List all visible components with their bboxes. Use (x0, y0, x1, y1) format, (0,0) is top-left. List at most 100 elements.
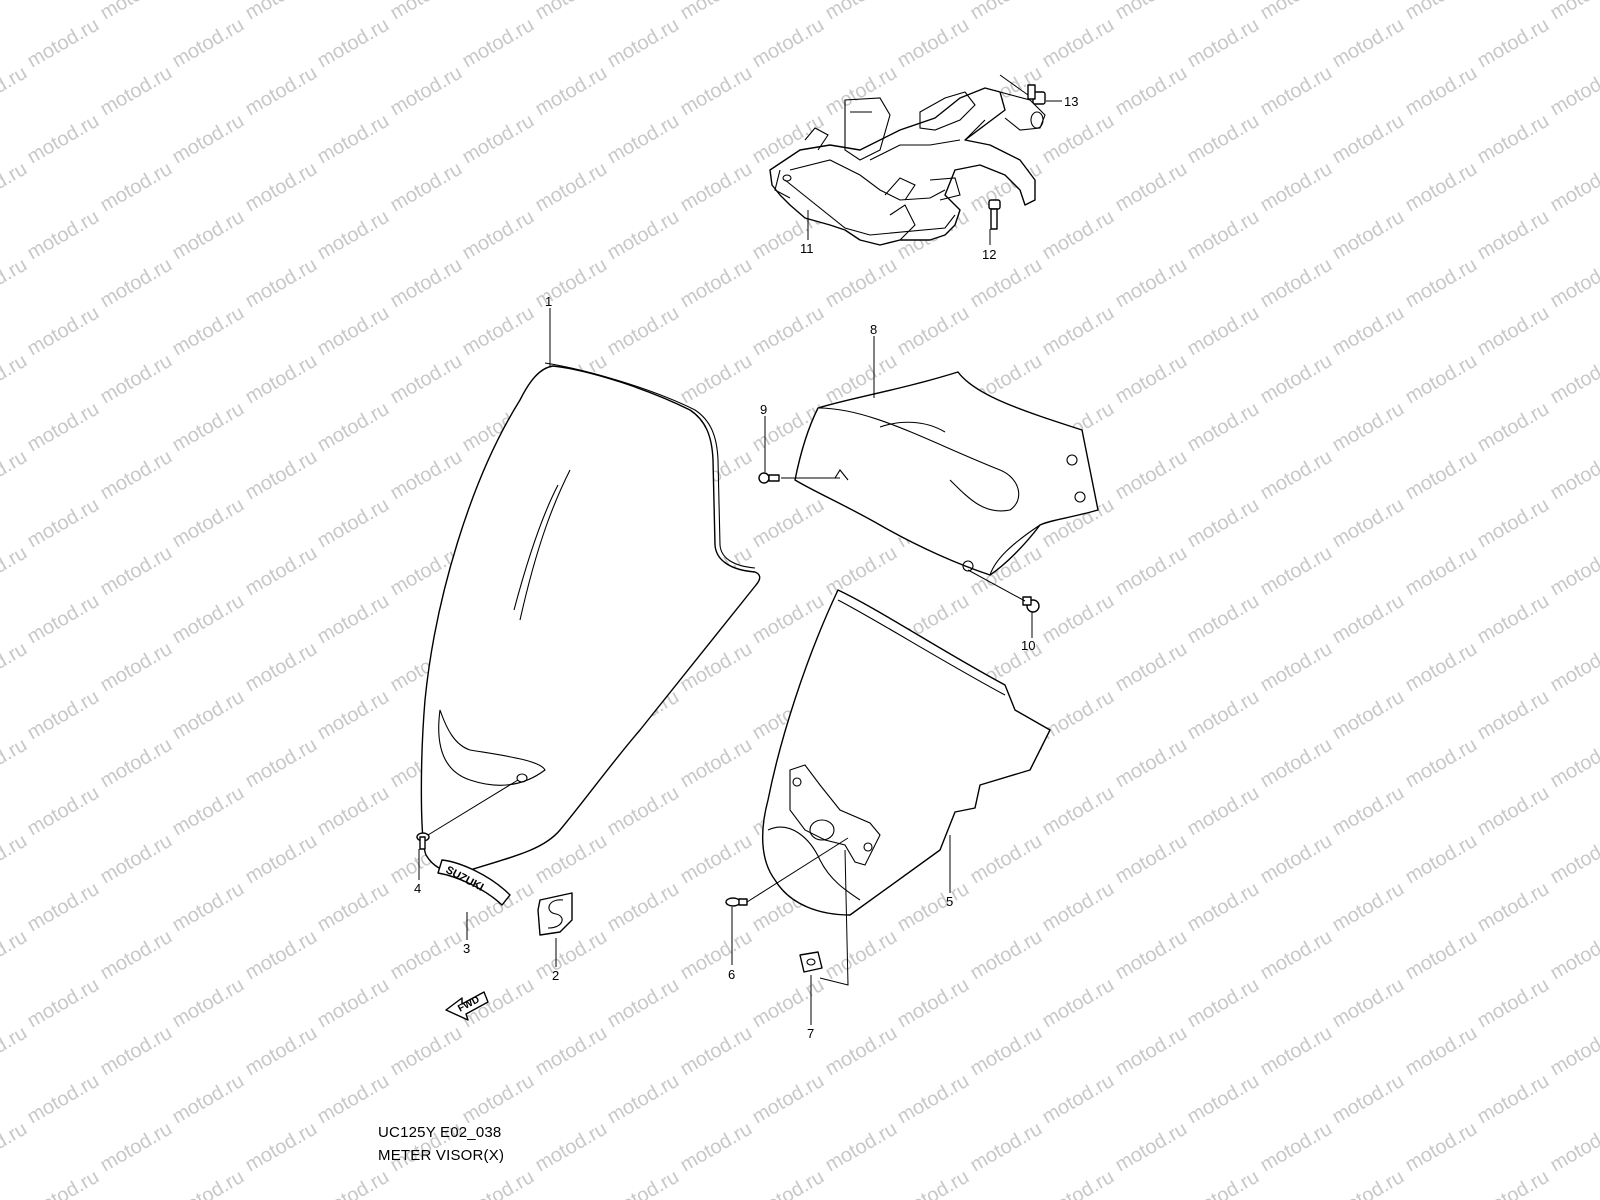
watermark-text: motod.ru (604, 974, 683, 1033)
watermark-text: motod.ru (1329, 14, 1408, 73)
watermark-text: motod.ru (822, 926, 901, 985)
watermark-text: motod.ru (822, 1118, 901, 1177)
watermark-text: motod.ru (459, 14, 538, 73)
watermark-text: motod.ru (459, 1166, 538, 1200)
watermark-text: motod.ru (1547, 1118, 1600, 1177)
watermark-text: motod.ru (749, 1070, 828, 1129)
watermark-text: motod.ru (1547, 62, 1600, 121)
callout-12: 12 (982, 247, 996, 262)
s-emblem-part-2 (537, 892, 573, 936)
watermark-text: motod.ru (677, 926, 756, 985)
watermark-text: motod.ru (169, 782, 248, 841)
watermark-text: motod.ru (0, 1118, 31, 1177)
callout-9: 9 (760, 402, 767, 417)
watermark-text: motod.ru (1329, 782, 1408, 841)
watermark-text: motod.ru (677, 0, 756, 24)
callout-11: 11 (800, 241, 814, 256)
watermark-text: motod.ru (677, 158, 756, 217)
watermark-text: motod.ru (169, 878, 248, 937)
watermark-text: motod.ru (822, 542, 901, 601)
watermark-text: motod.ru (0, 446, 31, 505)
bolt-part-13 (1027, 84, 1046, 105)
watermark-text: motod.ru (749, 14, 828, 73)
watermark-text: motod.ru (242, 254, 321, 313)
watermark-text: motod.ru (314, 302, 393, 361)
watermark-text: motod.ru (459, 206, 538, 265)
watermark-text: motod.ru (314, 686, 393, 745)
watermark-text: motod.ru (1112, 734, 1191, 793)
watermark-text: motod.ru (97, 1022, 176, 1081)
watermark-text: motod.ru (0, 830, 31, 889)
callout-2: 2 (552, 968, 559, 983)
watermark-text: motod.ru (749, 302, 828, 361)
watermark-text: motod.ru (24, 398, 103, 457)
watermark-text: motod.ru (169, 494, 248, 553)
watermark-text: motod.ru (387, 1022, 466, 1081)
callout-10: 10 (1021, 638, 1035, 653)
watermark-text: motod.ru (0, 0, 31, 24)
watermark-text: motod.ru (1112, 446, 1191, 505)
watermark-text: motod.ru (1547, 542, 1600, 601)
watermark-text: motod.ru (1184, 398, 1263, 457)
watermark-text: motod.ru (97, 446, 176, 505)
watermark-text: motod.ru (24, 782, 103, 841)
watermark-text: motod.ru (1329, 206, 1408, 265)
watermark-text: motod.ru (677, 62, 756, 121)
watermark-text: motod.ru (1039, 590, 1118, 649)
watermark-text: motod.ru (1257, 638, 1336, 697)
watermark-text: motod.ru (314, 590, 393, 649)
watermark-text: motod.ru (894, 302, 973, 361)
watermark-text: motod.ru (604, 206, 683, 265)
watermark-text: motod.ru (0, 542, 31, 601)
watermark-text: motod.ru (1039, 1070, 1118, 1129)
watermark-text: motod.ru (0, 350, 31, 409)
watermark-text: motod.ru (1329, 686, 1408, 745)
watermark-text: motod.ru (967, 830, 1046, 889)
screw-part-9 (758, 472, 780, 484)
watermark-text: motod.ru (97, 62, 176, 121)
watermark-text: motod.ru (169, 302, 248, 361)
watermark-text: motod.ru (97, 158, 176, 217)
watermark-text: motod.ru (1112, 1022, 1191, 1081)
callout-1: 1 (545, 294, 552, 309)
watermark-text: motod.ru (1547, 158, 1600, 217)
watermark-text: motod.ru (604, 110, 683, 169)
callout-7: 7 (807, 1026, 814, 1041)
watermark-text: motod.ru (1184, 782, 1263, 841)
callout-3: 3 (463, 941, 470, 956)
watermark-text: motod.ru (24, 494, 103, 553)
callout-8: 8 (870, 322, 877, 337)
watermark-text: motod.ru (459, 1070, 538, 1129)
watermark-text: motod.ru (1257, 734, 1336, 793)
watermark-text: motod.ru (1257, 350, 1336, 409)
watermark-text: motod.ru (1547, 0, 1600, 24)
watermark-text: motod.ru (1184, 878, 1263, 937)
watermark-text: motod.ru (1112, 254, 1191, 313)
watermark-text: motod.ru (387, 350, 466, 409)
watermark-text: motod.ru (1112, 542, 1191, 601)
watermark-text: motod.ru (1112, 638, 1191, 697)
watermark-text: motod.ru (677, 1118, 756, 1177)
watermark-text: motod.ru (0, 1022, 31, 1081)
watermark-text: motod.ru (1112, 158, 1191, 217)
watermark-text: motod.ru (459, 110, 538, 169)
watermark-text: motod.ru (1547, 446, 1600, 505)
watermark-text: motod.ru (1474, 302, 1553, 361)
watermark-text: motod.ru (24, 878, 103, 937)
watermark-text: motod.ru (822, 0, 901, 24)
watermark-text: motod.ru (1329, 878, 1408, 937)
diagram-code: UC125Y E02_038 (378, 1124, 502, 1141)
fwd-arrow: FWD (445, 991, 489, 1021)
watermark-text: motod.ru (967, 1118, 1046, 1177)
watermark-text: motod.ru (169, 110, 248, 169)
watermark-text: motod.ru (387, 446, 466, 505)
watermark-text: motod.ru (24, 590, 103, 649)
watermark-text: motod.ru (749, 974, 828, 1033)
watermark-text: motod.ru (1184, 494, 1263, 553)
callout-5: 5 (946, 894, 953, 909)
watermark-text: motod.ru (1547, 926, 1600, 985)
watermark-text: motod.ru (532, 254, 611, 313)
watermark-text: motod.ru (677, 734, 756, 793)
watermark-text: motod.ru (749, 494, 828, 553)
watermark-text: motod.ru (24, 14, 103, 73)
